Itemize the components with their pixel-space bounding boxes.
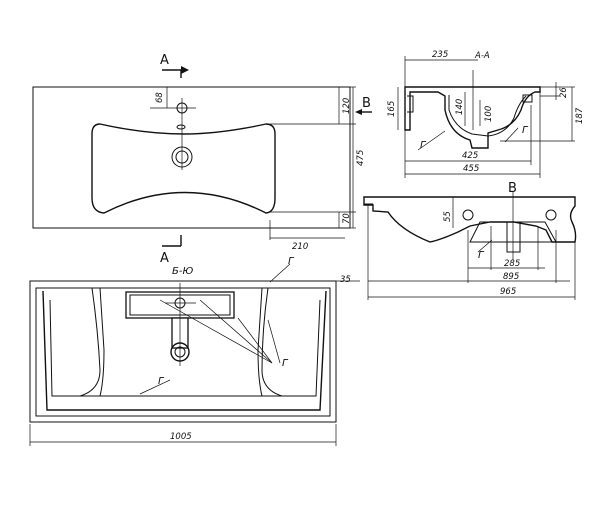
- dim-187-text: 187: [575, 107, 585, 124]
- dim-70-text: 70: [342, 213, 352, 224]
- dim-210-text: 210: [292, 242, 308, 252]
- callout-g3-leader: [477, 239, 493, 253]
- callout-g6-leader: [269, 263, 291, 283]
- callout-g4-leader-c: [237, 317, 273, 364]
- callout-g5: Г: [158, 376, 165, 387]
- bottom-view-rim-inner-wall: [49, 299, 321, 397]
- dim-140-text: 140: [455, 99, 465, 115]
- callout-g5-leader: [139, 379, 171, 395]
- callout-g4: Г: [282, 358, 289, 369]
- left-support-rib: [79, 287, 105, 397]
- bottom-view-rim-wall: [42, 290, 327, 411]
- dim-235-text: 235: [432, 50, 448, 60]
- section-a-bottom-label: A: [160, 251, 169, 266]
- right-support-rib: [257, 287, 283, 397]
- dim-35-text: 35: [340, 275, 351, 285]
- callout-g2: Г: [522, 125, 529, 136]
- bottom-view-rim-inner: [35, 287, 331, 417]
- top-view-outline: [32, 86, 351, 229]
- overflow-hole: [176, 124, 186, 130]
- dim-455-text: 455: [463, 164, 479, 174]
- dim-26-text: 26: [559, 87, 569, 98]
- side-view-drain: [506, 221, 521, 253]
- section-front-lip: [522, 94, 533, 103]
- dim-100-text: 100: [484, 106, 494, 122]
- callout-g2-leader: [504, 127, 519, 143]
- dim-165-text: 165: [387, 101, 397, 117]
- dim-425-text: 425: [462, 151, 478, 161]
- dim-55-text: 55: [443, 211, 453, 222]
- callout-g6: Г: [288, 256, 295, 267]
- callout-g1: Г: [420, 140, 427, 151]
- section-a-top-arrow: [181, 66, 189, 74]
- callout-g4-leader-d: [267, 319, 281, 364]
- dim-895-text: 895: [503, 272, 519, 282]
- view-b-label: B: [362, 96, 371, 111]
- callout-g4-leader-b: [199, 299, 273, 364]
- section-a-top-label: A: [160, 53, 169, 68]
- view-title: Б-Ю: [172, 266, 193, 277]
- section-title: A-A: [474, 51, 490, 61]
- callout-g3: Г: [478, 250, 485, 261]
- side-view-b: B 55 285 895 965 Г: [363, 181, 577, 300]
- callout-g1-leader: [417, 130, 446, 151]
- dim-285-text: 285: [504, 259, 520, 269]
- dim-120-text: 120: [342, 98, 352, 114]
- section-profile-inner: [448, 95, 527, 137]
- side-view-hole-left: [462, 209, 474, 221]
- bottom-view: Б-Ю Г Г Г 35 1005: [29, 256, 360, 446]
- section-back-wall: [407, 95, 414, 113]
- view-b-side-label: B: [508, 181, 517, 196]
- top-view: A A B 68 120 475 70 210: [32, 53, 372, 266]
- callout-g4-leader-a: [159, 299, 273, 364]
- side-view-bowl: [469, 221, 557, 243]
- dim-68-text: 68: [155, 92, 165, 103]
- section-profile-outer: [404, 86, 541, 149]
- bottom-view-outer: [29, 280, 337, 423]
- dim-965-text: 965: [500, 287, 516, 297]
- side-view-hole-right: [545, 209, 557, 221]
- section-a-a: A-A 235 165 140 100 26 187 425 455: [387, 50, 585, 178]
- dim-1005-text: 1005: [170, 432, 192, 442]
- top-view-basin: [91, 123, 276, 214]
- dim-475-text: 475: [356, 150, 366, 166]
- view-b-arrow: [355, 109, 362, 115]
